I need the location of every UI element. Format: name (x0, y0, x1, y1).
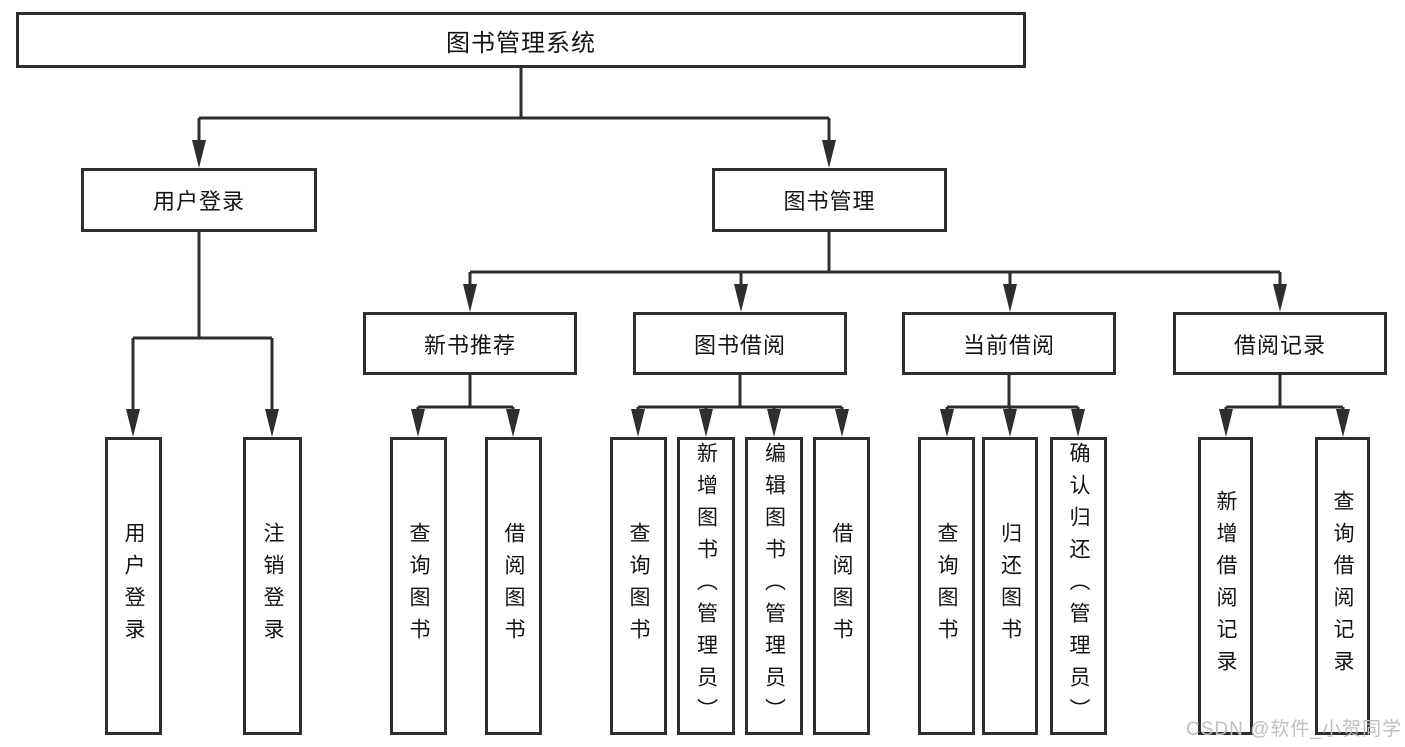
connector-root-to-level2 (197, 68, 831, 152)
node-new-book-recommendation: 新书推荐 (363, 312, 577, 375)
node-book-borrowing: 图书借阅 (633, 312, 847, 375)
node-leaf-cb-return-books-label: 归还图书 (998, 522, 1022, 650)
node-root-system-label: 图书管理系统 (446, 29, 596, 57)
connector-bookborrow-to-leaves (636, 375, 844, 421)
arrow-down-icon (126, 409, 140, 437)
node-borrowing-records-label: 借阅记录 (1233, 332, 1326, 358)
node-leaf-cb-query-books: 查询图书 (918, 437, 975, 735)
arrow-down-icon (463, 284, 477, 312)
node-new-book-recommendation-label: 新书推荐 (423, 332, 516, 358)
node-leaf-cb-confirm-return-admin: 确认归还（管理员） (1050, 437, 1107, 735)
node-book-borrowing-label: 图书借阅 (693, 332, 786, 358)
node-book-management: 图书管理 (712, 168, 947, 232)
arrow-down-icon (1003, 409, 1017, 437)
node-leaf-nb-query-books-label: 查询图书 (407, 522, 430, 650)
node-current-borrowing: 当前借阅 (902, 312, 1116, 375)
arrow-down-icon (506, 409, 520, 437)
node-leaf-br-query-record: 查询借阅记录 (1315, 437, 1370, 735)
node-borrowing-records: 借阅记录 (1173, 312, 1387, 375)
node-leaf-br-add-record-label: 新增借阅记录 (1214, 490, 1237, 682)
node-user-login: 用户登录 (81, 168, 317, 232)
node-leaf-bb-borrow-books-label: 借阅图书 (830, 522, 853, 650)
arrow-down-icon (411, 409, 425, 437)
node-leaf-bb-borrow-books: 借阅图书 (813, 437, 870, 735)
node-leaf-cb-return-books: 归还图书 (982, 437, 1038, 735)
arrow-down-icon (1336, 409, 1350, 437)
node-leaf-nb-query-books: 查询图书 (390, 437, 447, 735)
arrow-down-icon (265, 409, 279, 437)
connector-newbooks-to-leaves (416, 375, 515, 421)
node-leaf-user-login: 用户登录 (105, 437, 162, 735)
connector-userlogin-to-leaves (131, 232, 274, 421)
node-leaf-nb-borrow-books: 借阅图书 (485, 437, 542, 735)
arrow-down-icon (1003, 284, 1017, 312)
node-leaf-br-add-record: 新增借阅记录 (1198, 437, 1253, 735)
arrow-down-icon (822, 140, 836, 168)
node-leaf-bb-query-books: 查询图书 (610, 437, 667, 735)
node-leaf-logout-label: 注销登录 (261, 522, 284, 650)
arrow-down-icon (767, 409, 781, 437)
node-leaf-bb-edit-books-admin-label: 编辑图书（管理员） (762, 442, 786, 730)
arrow-down-icon (1219, 409, 1233, 437)
arrow-down-icon (734, 284, 748, 312)
arrow-down-icon (1273, 284, 1287, 312)
arrow-down-icon (1071, 409, 1085, 437)
connector-records-to-leaves (1224, 375, 1345, 421)
arrow-down-icon (192, 140, 206, 168)
node-leaf-bb-add-books-admin-label: 新增图书（管理员） (694, 442, 718, 730)
node-leaf-logout: 注销登录 (243, 437, 302, 735)
csdn-watermark: CSDN @软件_小贺同学 (1186, 719, 1402, 740)
connector-bookmgmt-to-level3 (468, 232, 1282, 296)
node-leaf-nb-borrow-books-label: 借阅图书 (502, 522, 525, 650)
node-current-borrowing-label: 当前借阅 (962, 332, 1055, 358)
node-leaf-bb-add-books-admin: 新增图书（管理员） (677, 437, 735, 735)
arrow-down-icon (699, 409, 713, 437)
node-leaf-cb-confirm-return-admin-label: 确认归还（管理员） (1067, 442, 1090, 730)
node-leaf-bb-edit-books-admin: 编辑图书（管理员） (745, 437, 803, 735)
node-root-system: 图书管理系统 (16, 12, 1026, 68)
node-book-management-label: 图书管理 (783, 189, 876, 214)
arrow-down-icon (940, 409, 954, 437)
node-leaf-cb-query-books-label: 查询图书 (935, 522, 958, 650)
node-leaf-bb-query-books-label: 查询图书 (627, 522, 650, 650)
arrow-down-icon (835, 409, 849, 437)
node-leaf-br-query-record-label: 查询借阅记录 (1331, 490, 1354, 682)
connector-arrowheads (126, 140, 1350, 437)
node-user-login-label: 用户登录 (152, 189, 245, 214)
arrow-down-icon (631, 409, 645, 437)
node-leaf-user-login-label: 用户登录 (122, 522, 145, 650)
